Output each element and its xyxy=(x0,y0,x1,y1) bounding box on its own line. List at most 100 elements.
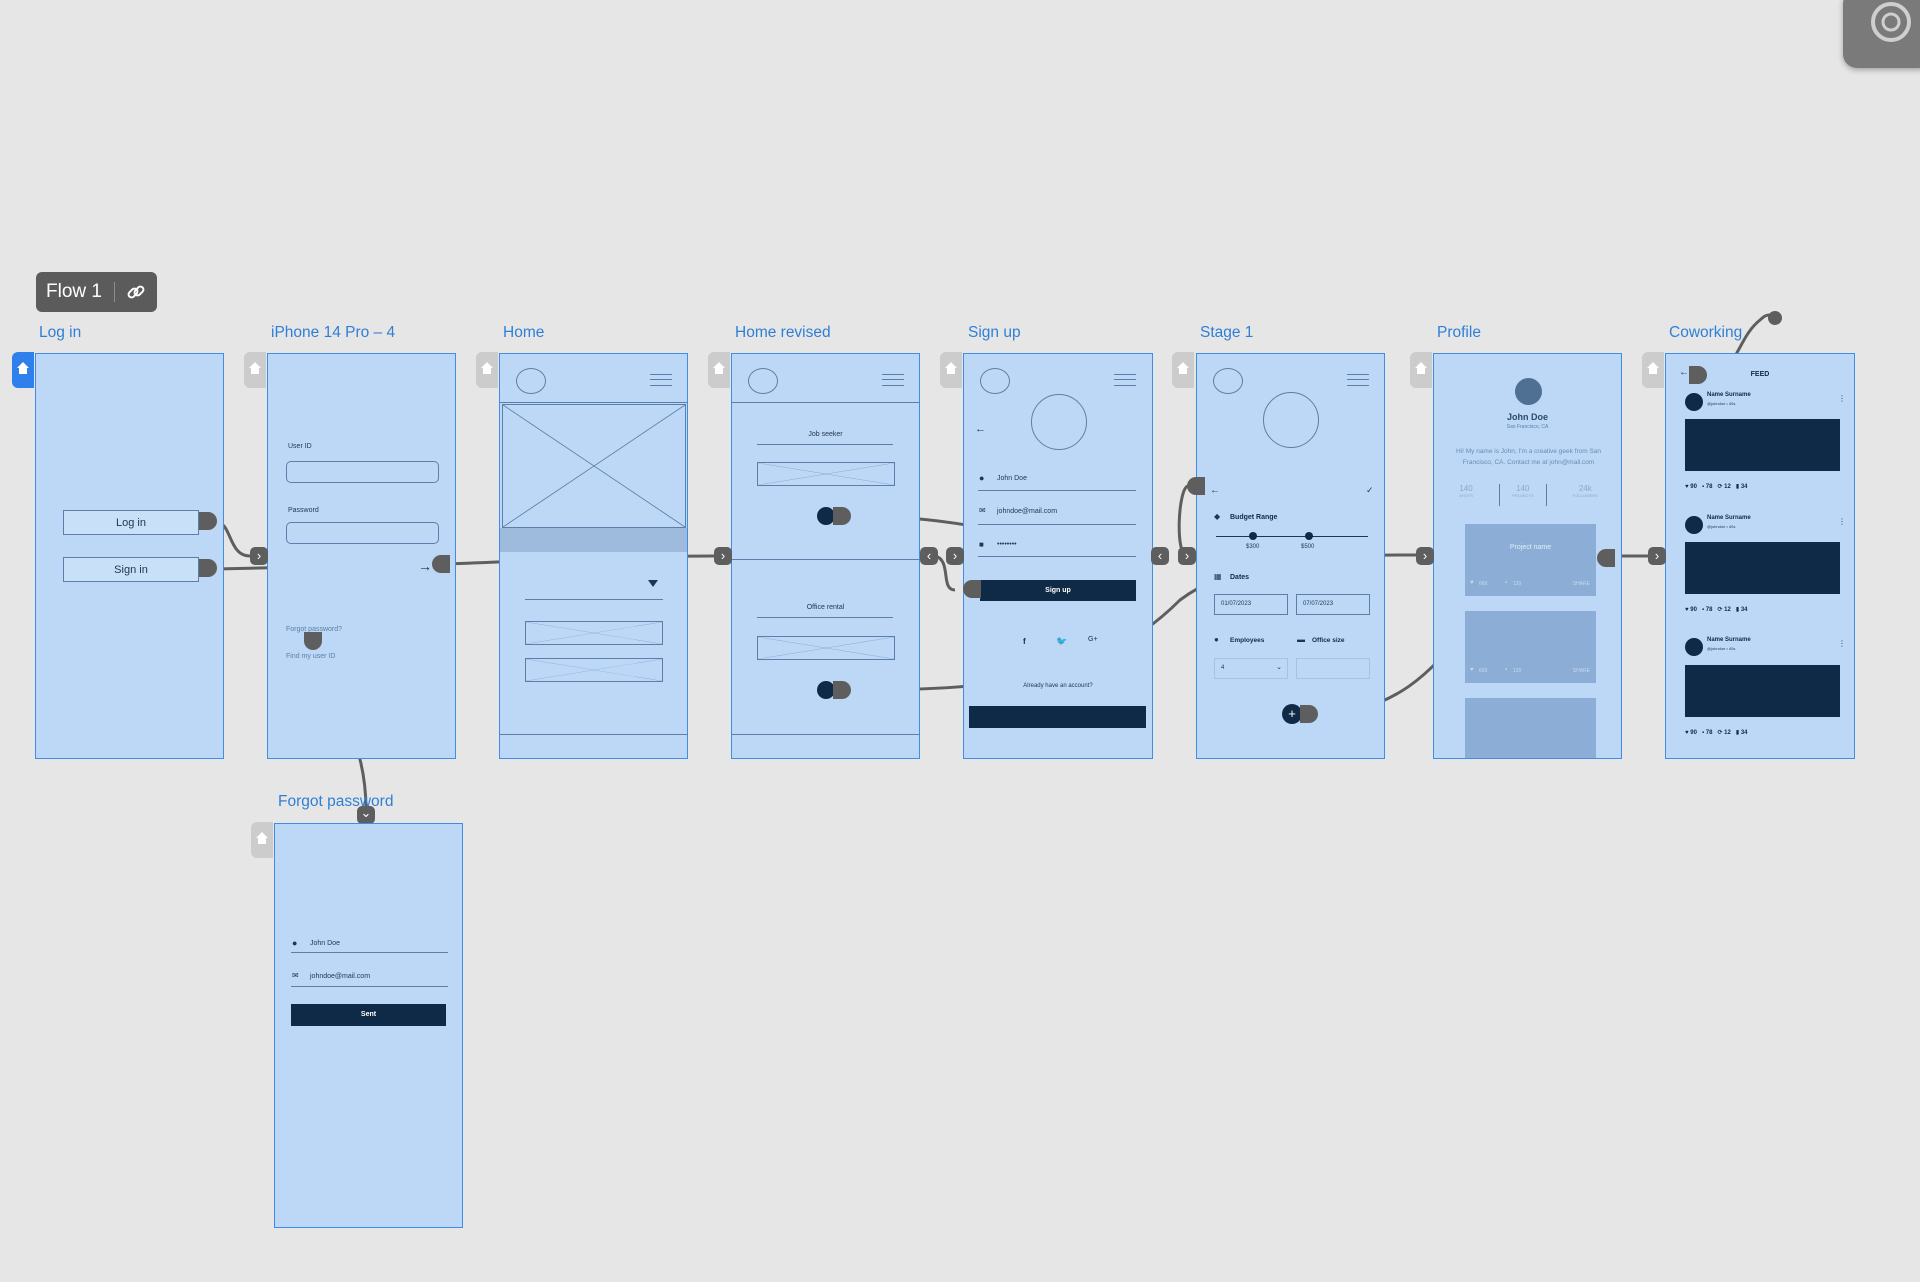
connector-chevron[interactable]: ⌄ xyxy=(357,806,375,824)
login-button[interactable]: Log in xyxy=(63,510,199,535)
connector-port[interactable] xyxy=(963,580,981,598)
date-from-input[interactable]: 01/07/2023 xyxy=(1214,594,1288,615)
profile-photo-placeholder[interactable] xyxy=(1031,394,1087,450)
office-size-input[interactable] xyxy=(1296,658,1370,679)
frame-coworking[interactable]: ← FEED Name Surname @johndoe • 40s ⋮ ♥ 9… xyxy=(1665,353,1855,759)
connector-port[interactable] xyxy=(199,559,217,577)
connector-chevron[interactable]: ‹ xyxy=(920,547,938,565)
home-tab[interactable] xyxy=(1642,352,1664,388)
password-field[interactable]: •••••••• xyxy=(997,541,1017,548)
heart-icon[interactable]: ♥ xyxy=(1685,607,1689,613)
email-field[interactable]: johndoe@mail.com xyxy=(997,508,1058,515)
frame-iphone[interactable]: User ID Password Forgot password? Find m… xyxy=(267,353,456,759)
bookmark-icon[interactable]: ▮ xyxy=(1735,607,1740,613)
password-input[interactable] xyxy=(286,522,439,544)
connector-port[interactable] xyxy=(1187,477,1205,495)
home-tab[interactable] xyxy=(940,352,962,388)
project-card[interactable]: Project name ♥ 669 ▪ 120 SHARE xyxy=(1465,524,1596,596)
facebook-icon[interactable]: f xyxy=(1023,637,1026,646)
connector-chevron[interactable]: › xyxy=(250,547,268,565)
connector-chevron[interactable]: › xyxy=(946,547,964,565)
post-image[interactable] xyxy=(1685,665,1840,717)
menu-icon[interactable] xyxy=(1114,374,1136,386)
back-arrow-icon[interactable]: ← xyxy=(1679,367,1689,378)
flow-badge[interactable]: Flow 1 xyxy=(36,272,157,312)
job-seeker-toggle[interactable] xyxy=(817,507,851,525)
office-rental-toggle[interactable] xyxy=(817,681,851,699)
more-icon[interactable]: ⋮ xyxy=(1838,517,1846,526)
connector-port[interactable] xyxy=(199,512,217,530)
check-icon[interactable]: ✓ xyxy=(1366,485,1374,495)
more-icon[interactable]: ⋮ xyxy=(1838,639,1846,648)
twitter-icon[interactable]: 🐦 xyxy=(1056,636,1068,646)
slider-handle[interactable] xyxy=(1305,532,1313,540)
google-plus-icon[interactable]: G+ xyxy=(1088,636,1098,643)
connector-chevron[interactable]: › xyxy=(1648,547,1666,565)
name-field[interactable]: John Doe xyxy=(310,940,340,947)
find-user-id-link[interactable]: Find my user ID xyxy=(286,653,336,660)
app-icon[interactable] xyxy=(1843,0,1920,68)
already-account-link[interactable]: Already have an account? xyxy=(1023,683,1093,689)
likes-count: 669 xyxy=(1479,581,1488,587)
dropdown-caret[interactable] xyxy=(648,580,658,587)
budget-slider-track[interactable] xyxy=(1216,536,1368,537)
signin-button[interactable]: Sign in xyxy=(63,557,199,582)
frame-stage1[interactable]: ← ✓ ◆ Budget Range $300 $500 ▦ Dates 01/… xyxy=(1196,353,1385,759)
sent-button[interactable]: Sent xyxy=(291,1004,446,1026)
home-tab[interactable] xyxy=(251,822,273,858)
connector-chevron[interactable]: › xyxy=(1416,547,1434,565)
frame-profile[interactable]: John Doe San Francisco, CA Hi! My name i… xyxy=(1433,353,1622,759)
back-arrow-icon[interactable]: ← xyxy=(1210,485,1220,496)
slider-handle[interactable] xyxy=(1249,532,1257,540)
connector-port[interactable] xyxy=(432,555,450,573)
frame-forgot-password[interactable]: ● John Doe ✉ johndoe@mail.com Sent xyxy=(274,823,463,1228)
connector-port[interactable] xyxy=(304,632,322,650)
forgot-password-link[interactable]: Forgot password? xyxy=(286,626,343,633)
post-image[interactable] xyxy=(1685,542,1840,594)
home-tab[interactable] xyxy=(1410,352,1432,388)
frame-home[interactable] xyxy=(499,353,688,759)
home-tab[interactable] xyxy=(708,352,730,388)
frame-signup[interactable]: ← ● John Doe ✉ johndoe@mail.com ■ ••••••… xyxy=(963,353,1153,759)
connector-port[interactable] xyxy=(1597,549,1615,567)
heart-icon[interactable]: ♥ xyxy=(1685,730,1689,736)
signup-button[interactable]: Sign up xyxy=(980,580,1136,601)
connector-chevron[interactable]: › xyxy=(1178,547,1196,565)
menu-icon[interactable] xyxy=(1347,374,1369,386)
more-icon[interactable]: ⋮ xyxy=(1838,394,1846,403)
connector-chevron[interactable]: ‹ xyxy=(1151,547,1169,565)
post-image[interactable] xyxy=(1685,419,1840,471)
repost-icon[interactable]: ⟳ xyxy=(1717,730,1723,736)
home-tab[interactable] xyxy=(244,352,266,388)
share-label[interactable]: SHARE xyxy=(1572,581,1590,587)
comment-icon[interactable]: ▪ xyxy=(1701,730,1705,736)
link-icon[interactable] xyxy=(125,281,147,303)
menu-icon[interactable] xyxy=(650,374,672,386)
connector-port[interactable] xyxy=(1689,366,1707,384)
connector-chevron[interactable]: › xyxy=(714,547,732,565)
frame-login[interactable]: Log in Sign in xyxy=(35,353,224,759)
home-tab[interactable] xyxy=(12,352,34,388)
bookmark-icon[interactable]: ▮ xyxy=(1735,484,1740,490)
home-tab[interactable] xyxy=(1172,352,1194,388)
name-field[interactable]: John Doe xyxy=(997,475,1027,482)
repost-icon[interactable]: ⟳ xyxy=(1717,484,1723,490)
date-to-input[interactable]: 07/07/2023 xyxy=(1296,594,1370,615)
menu-icon[interactable] xyxy=(882,374,904,386)
user-id-input[interactable] xyxy=(286,461,439,483)
share-label[interactable]: SHARE xyxy=(1572,668,1590,674)
repost-icon[interactable]: ⟳ xyxy=(1717,607,1723,613)
back-arrow-icon[interactable]: ← xyxy=(975,423,986,435)
connector-port[interactable] xyxy=(1300,705,1318,723)
bookmark-icon[interactable]: ▮ xyxy=(1735,730,1740,736)
project-card[interactable] xyxy=(1465,698,1596,758)
add-button[interactable]: + xyxy=(1282,704,1302,724)
comment-icon[interactable]: ▪ xyxy=(1701,484,1705,490)
project-card[interactable]: ♥ 669 ▪ 120 SHARE xyxy=(1465,611,1596,683)
home-tab[interactable] xyxy=(476,352,498,388)
email-field[interactable]: johndoe@mail.com xyxy=(310,973,371,980)
heart-icon[interactable]: ♥ xyxy=(1685,484,1689,490)
comment-icon[interactable]: ▪ xyxy=(1701,607,1705,613)
user-id-label: User ID xyxy=(288,443,312,450)
employees-select[interactable]: 4 ⌄ xyxy=(1214,658,1288,679)
